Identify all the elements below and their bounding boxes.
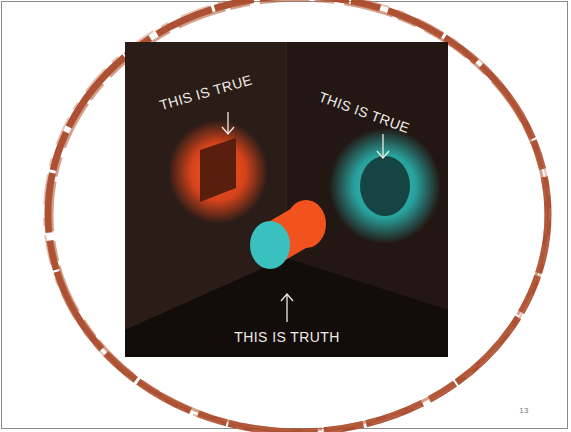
teal-circle [329,128,441,244]
pointer-label: THIS IS TRUTH [234,330,339,345]
cylinder [250,200,326,269]
orange-square [168,120,268,224]
page-number: 13 [519,407,529,416]
coffee-ring [44,0,550,432]
pointer-arrows [222,112,389,322]
room-panel [125,42,448,357]
